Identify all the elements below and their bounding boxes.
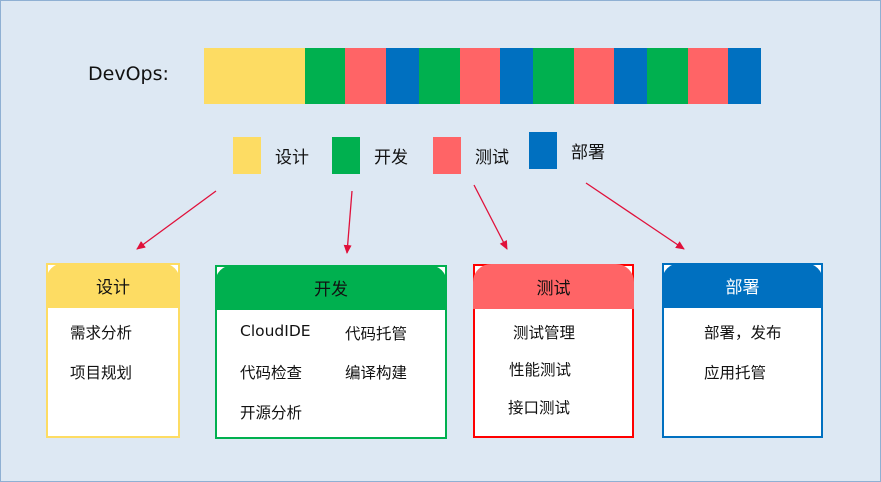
arrow-to-develop — [343, 190, 353, 254]
devops-color-strip — [204, 48, 761, 104]
item-compile-build: 编译构建 — [345, 364, 408, 382]
box-deploy-title: 部署 — [662, 263, 823, 308]
box-test: 测试 测试管理 性能测试 接口测试 — [473, 264, 634, 438]
strip-segment-develop — [533, 48, 574, 104]
strip-segment-develop — [419, 48, 460, 104]
legend-item-design: 设计 — [233, 137, 309, 174]
item-code-hosting: 代码托管 — [345, 325, 408, 343]
box-test-title: 测试 — [473, 264, 634, 309]
item-deploy-release: 部署，发布 — [704, 324, 782, 342]
item-app-hosting: 应用托管 — [704, 364, 767, 382]
item-open-source-analysis: 开源分析 — [240, 404, 303, 422]
legend-label-test: 测试 — [475, 148, 509, 168]
legend-swatch-develop — [332, 137, 360, 174]
legend-item-develop: 开发 — [332, 137, 408, 174]
legend-swatch-test — [433, 137, 461, 174]
strip-segment-design — [204, 48, 305, 104]
strip-segment-test — [460, 48, 500, 104]
box-develop: 开发 CloudIDE 代码托管 代码检查 编译构建 开源分析 — [215, 265, 447, 439]
box-design-title: 设计 — [46, 263, 180, 308]
legend-item-test: 测试 — [433, 137, 509, 174]
strip-segment-deploy — [386, 48, 419, 104]
legend-swatch-deploy — [529, 132, 557, 169]
strip-segment-deploy — [500, 48, 533, 104]
legend-label-develop: 开发 — [374, 148, 408, 168]
devops-label: DevOps: — [88, 63, 169, 85]
strip-segment-develop — [647, 48, 688, 104]
strip-segment-test — [688, 48, 728, 104]
legend-label-design: 设计 — [275, 148, 309, 168]
strip-segment-test — [345, 48, 386, 104]
item-api-test: 接口测试 — [508, 399, 571, 417]
box-develop-title: 开发 — [215, 265, 447, 310]
item-cloudide: CloudIDE — [240, 322, 311, 340]
item-performance-test: 性能测试 — [509, 361, 572, 379]
strip-segment-test — [574, 48, 614, 104]
legend-item-deploy: 部署 — [529, 132, 605, 169]
box-deploy: 部署 部署，发布 应用托管 — [662, 263, 823, 438]
strip-segment-deploy — [728, 48, 761, 104]
arrow-to-design — [136, 190, 217, 250]
legend-label-deploy: 部署 — [571, 143, 605, 163]
arrow-to-deploy — [585, 182, 685, 250]
item-project-planning: 项目规划 — [70, 364, 133, 382]
box-design: 设计 需求分析 项目规划 — [46, 263, 180, 438]
strip-segment-develop — [305, 48, 345, 104]
arrow-to-test — [473, 184, 508, 250]
item-code-check: 代码检查 — [240, 364, 303, 382]
legend-swatch-design — [233, 137, 261, 174]
item-test-management: 测试管理 — [513, 324, 576, 342]
strip-segment-deploy — [614, 48, 647, 104]
item-requirements-analysis: 需求分析 — [70, 324, 133, 342]
